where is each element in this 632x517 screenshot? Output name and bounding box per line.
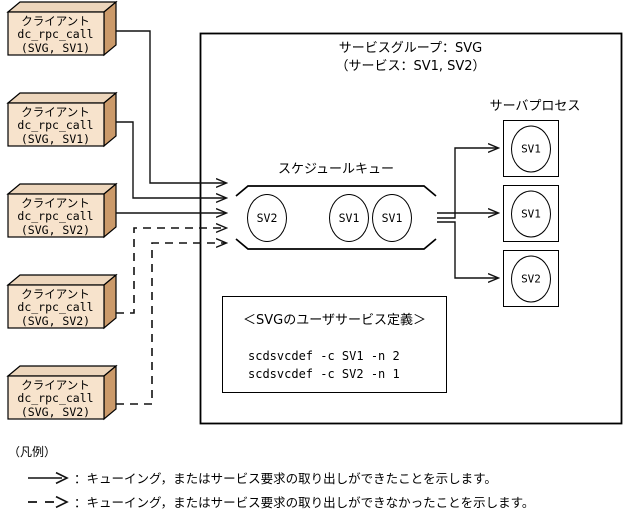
legend-text-success: ：キューイング，またはサービス要求の取り出しができたことを示します。 [74,471,497,486]
legend-title: （凡例） [8,445,57,459]
queue-item-1: SV1 [329,194,369,242]
client-args: (SVG, SV1) [20,40,91,55]
server-process-label-3: SV2 [511,255,551,302]
service-definition-line-1: scdsvcdef -c SV1 -n 2 [248,349,400,363]
legend-row-failure: ：キューイング，またはサービス要求の取り出しができなかったことを示します。 [26,492,534,511]
client-call: dc_rpc_call [17,27,94,42]
service-group-title-line2: （サービス：SV1, SV2） [335,59,486,74]
server-process-label-1: SV1 [511,125,551,172]
server-process-1: SV1 [503,120,559,177]
service-definition-title: ＜SVGのユーザサービス定義＞ [243,313,426,328]
client-call: dc_rpc_call [17,209,94,224]
schedule-queue-label: スケジュールキュー [277,162,395,177]
client-title: クライアント [21,286,90,301]
client-title: クライアント [21,377,90,392]
connector-client-5 [116,243,226,405]
legend-text-failure: ：キューイング，またはサービス要求の取り出しができなかったことを示します。 [74,495,535,510]
client-args: (SVG, SV2) [20,313,91,328]
client-box-shape-2 [6,91,118,148]
client-call: dc_rpc_call [17,118,94,133]
server-process-3: SV2 [503,250,559,307]
client-args: (SVG, SV2) [20,222,91,237]
connector-client-4 [116,228,226,314]
dashed-arrow-icon [28,495,69,508]
server-process-label-2: SV1 [511,190,551,237]
connector-client-2 [116,121,226,198]
client-call: dc_rpc_call [17,300,94,315]
client-args: (SVG, SV1) [20,131,91,146]
client-box-shape-1 [6,0,118,57]
connector-client-1 [116,30,226,183]
client-4: クライアント dc_rpc_call (SVG, SV2) [8,285,103,331]
client-box-shape-3 [6,182,118,239]
service-group-title-line1: サービスグループ：SVG [338,41,483,56]
service-definition-box [222,296,447,393]
client-title: クライアント [21,13,90,28]
solid-arrow-icon [28,471,69,484]
client-box-shape-5 [6,364,118,421]
client-box-shape-4 [6,273,118,330]
server-process-label: サーバプロセス [489,99,581,114]
client-3: クライアント dc_rpc_call (SVG, SV2) [8,194,103,240]
connector-queue-sp-1 [437,148,498,219]
schedule-queue-shape [235,185,437,250]
client-args: (SVG, SV2) [20,404,91,419]
server-process-2: SV1 [503,185,559,242]
client-1: クライアント dc_rpc_call (SVG, SV1) [8,12,103,58]
client-call: dc_rpc_call [17,391,94,406]
client-2: クライアント dc_rpc_call (SVG, SV1) [8,103,103,149]
client-title: クライアント [21,104,90,119]
legend-row-success: ：キューイング，またはサービス要求の取り出しができたことを示します。 [26,468,497,487]
connector-queue-sp-3 [437,221,498,278]
client-5: クライアント dc_rpc_call (SVG, SV2) [8,376,103,422]
queue-item-0: SV2 [247,194,287,242]
queue-item-2: SV1 [372,194,412,242]
service-definition-line-2: scdsvcdef -c SV2 -n 1 [248,367,400,381]
client-title: クライアント [21,195,90,210]
